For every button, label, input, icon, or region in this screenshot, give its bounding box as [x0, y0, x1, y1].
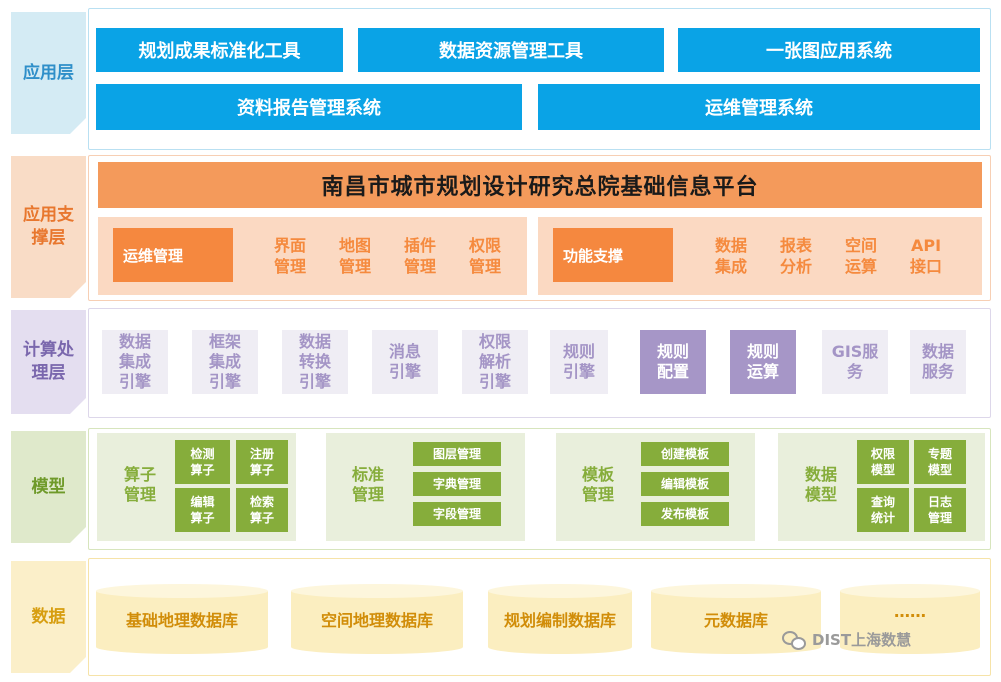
query-statistics[interactable]: 查询统计	[857, 488, 909, 532]
log-management[interactable]: 日志管理	[914, 488, 966, 532]
layer-label-compute: 计算处 理层	[11, 310, 86, 414]
database-basic-geographic[interactable]: 基础地理数据库	[96, 584, 268, 654]
support-layer-panel	[88, 155, 991, 301]
app-ops-management-system[interactable]: 运维管理系统	[538, 84, 980, 130]
edit-template[interactable]: 编辑模板	[641, 472, 729, 496]
engine-data-integration[interactable]: 数据集成引擎	[102, 330, 168, 394]
database-more: ……	[840, 584, 980, 654]
app-report-management-system[interactable]: 资料报告管理系统	[96, 84, 522, 130]
layer-management[interactable]: 图层管理	[413, 442, 501, 466]
database-spatial-geographic[interactable]: 空间地理数据库	[291, 584, 463, 654]
compute-layer-panel	[88, 308, 991, 418]
ops-management-title[interactable]: 运维管理	[113, 228, 233, 282]
engine-message[interactable]: 消息引擎	[372, 330, 438, 394]
wechat-icon	[782, 629, 806, 650]
layer-label-data: 数据	[11, 561, 86, 673]
model-layer-panel	[88, 428, 991, 550]
ops-plugin-management[interactable]: 插件管理	[403, 236, 436, 276]
database-planning-compilation[interactable]: 规划编制数据库	[488, 584, 632, 654]
operator-management-title: 算子管理	[123, 465, 156, 504]
template-management-title: 模板管理	[581, 465, 614, 504]
operator-edit[interactable]: 编辑算子	[175, 488, 230, 532]
func-report-analysis[interactable]: 报表分析	[779, 236, 812, 276]
operator-search[interactable]: 检索算子	[236, 488, 288, 532]
engine-rules[interactable]: 规则引擎	[550, 330, 608, 394]
func-data-integration[interactable]: 数据集成	[714, 236, 747, 276]
data-service[interactable]: 数据服务	[910, 330, 966, 394]
data-layer-panel	[88, 558, 991, 676]
engine-data-transformation[interactable]: 数据转换引擎	[282, 330, 348, 394]
operator-detect[interactable]: 检测算子	[175, 440, 230, 484]
field-management[interactable]: 字段管理	[413, 502, 501, 526]
app-standardization-tool[interactable]: 规划成果标准化工具	[96, 28, 343, 72]
app-data-resource-tool[interactable]: 数据资源管理工具	[358, 28, 664, 72]
rules-computation[interactable]: 规则运算	[730, 330, 796, 394]
permission-model[interactable]: 权限模型	[857, 440, 909, 484]
app-one-map-system[interactable]: 一张图应用系统	[678, 28, 980, 72]
function-support-title[interactable]: 功能支撑	[553, 228, 673, 282]
ops-ui-management[interactable]: 界面管理	[273, 236, 306, 276]
database-metadata[interactable]: 元数据库	[651, 584, 821, 654]
rules-configuration[interactable]: 规则配置	[640, 330, 706, 394]
ops-permission-management[interactable]: 权限管理	[468, 236, 501, 276]
layer-label-application: 应用层	[11, 12, 86, 134]
engine-permission-parsing[interactable]: 权限解析引擎	[462, 330, 528, 394]
publish-template[interactable]: 发布模板	[641, 502, 729, 526]
layer-label-model: 模型	[11, 431, 86, 543]
data-model-title: 数据模型	[804, 465, 837, 504]
operator-register[interactable]: 注册算子	[236, 440, 288, 484]
gis-service[interactable]: GIS服务	[822, 330, 888, 394]
create-template[interactable]: 创建模板	[641, 442, 729, 466]
engine-framework-integration[interactable]: 框架集成引擎	[192, 330, 258, 394]
platform-banner: 南昌市城市规划设计研究总院基础信息平台	[98, 162, 982, 208]
thematic-model[interactable]: 专题模型	[914, 440, 966, 484]
func-spatial-computing[interactable]: 空间运算	[844, 236, 877, 276]
ops-map-management[interactable]: 地图管理	[338, 236, 371, 276]
standard-management-title: 标准管理	[351, 465, 384, 504]
layer-label-support: 应用支 撑层	[11, 156, 86, 298]
watermark: DIST上海数慧	[782, 626, 992, 652]
dictionary-management[interactable]: 字典管理	[413, 472, 501, 496]
application-layer-panel	[88, 8, 991, 150]
